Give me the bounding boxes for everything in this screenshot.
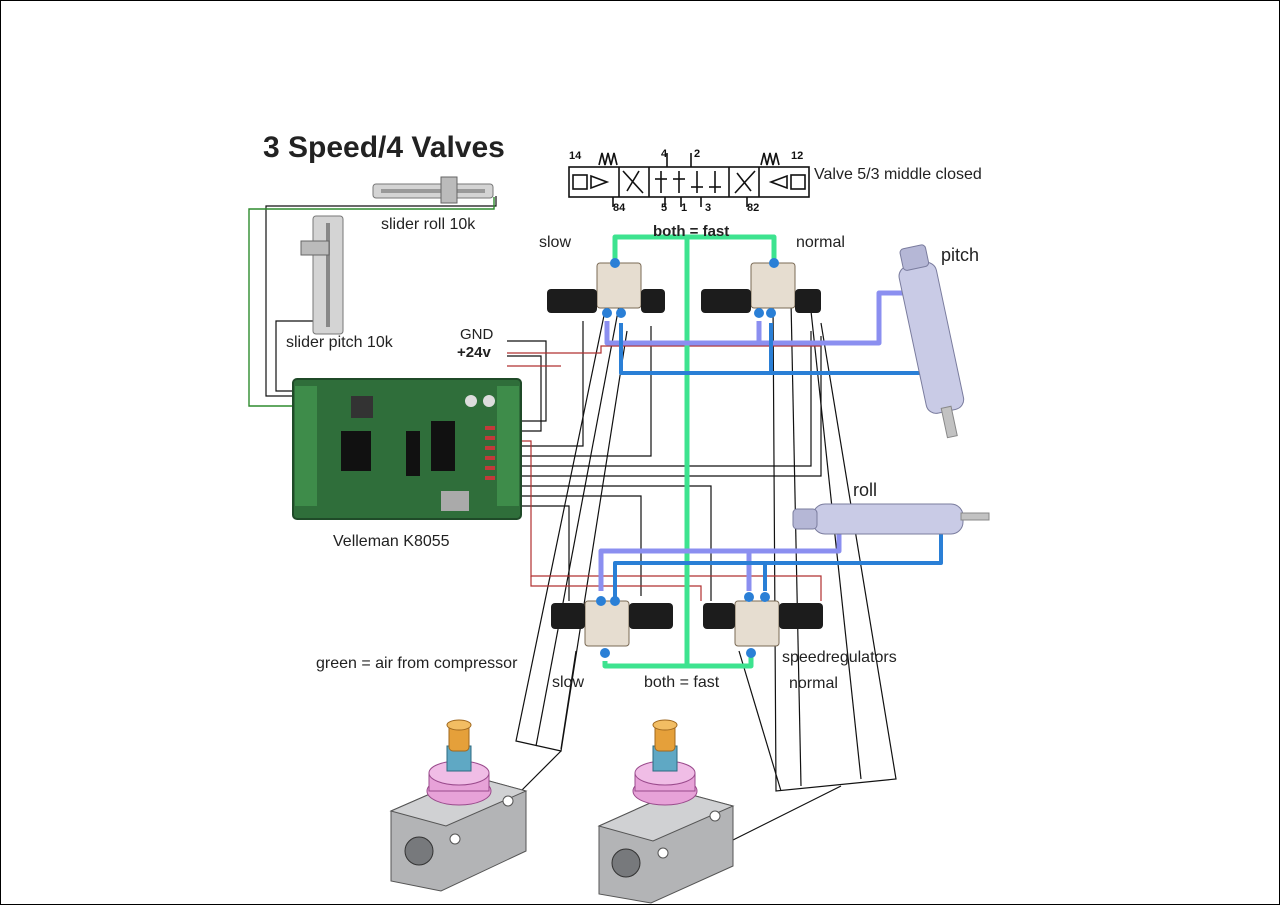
- port-2-label: 2: [694, 148, 700, 160]
- valve-bottom-left: [551, 596, 673, 658]
- slider-roll-label: slider roll 10k: [381, 216, 476, 233]
- speedregulators-label: speedregulators: [782, 649, 897, 666]
- valve-symbol-caption: Valve 5/3 middle closed: [814, 166, 982, 183]
- roll-cylinder: [792, 503, 990, 535]
- signal-wires: [265, 196, 897, 842]
- port-1-label: 1: [681, 202, 687, 214]
- normal-bottom-label: normal: [789, 675, 838, 692]
- plus-24v-label: +24v: [457, 344, 491, 361]
- port-14-label: 14: [569, 150, 582, 162]
- slider-pitch-label: slider pitch 10k: [286, 334, 393, 351]
- slider-roll: [372, 176, 494, 204]
- valve-symbol-port-labels: 14 4 2 12 84 5 1 3 82: [569, 148, 803, 214]
- compressor-air-line: [602, 234, 777, 669]
- speed-regulator-left: [389, 719, 528, 892]
- roll-label: roll: [853, 480, 878, 500]
- roll-pipes: [598, 526, 943, 601]
- port-84-label: 84: [613, 202, 626, 214]
- board-label: Velleman K8055: [333, 533, 450, 550]
- port-5-label: 5: [661, 202, 667, 214]
- diagram-title: 3 Speed/4 Valves: [263, 131, 505, 164]
- slider-ground-wire: [248, 197, 495, 407]
- valve-5-3-symbol: [568, 152, 810, 207]
- valve-bottom-right: [703, 592, 823, 658]
- pitch-label: pitch: [941, 245, 980, 265]
- gnd-label: GND: [460, 326, 494, 343]
- both-fast-bottom-label: both = fast: [644, 674, 720, 691]
- slow-bottom-label: slow: [552, 674, 585, 691]
- port-4-label: 4: [661, 148, 668, 160]
- pitch-cylinder: [898, 244, 965, 439]
- both-fast-top-label: both = fast: [653, 223, 730, 240]
- pitch-pipes: [604, 290, 931, 375]
- power-wires: [507, 345, 822, 601]
- normal-top-label: normal: [796, 234, 845, 251]
- port-12-label: 12: [791, 150, 803, 162]
- speed-regulator-right: [597, 719, 735, 904]
- slow-top-label: slow: [539, 234, 572, 251]
- port-82-label: 82: [747, 202, 759, 214]
- valve-top-left: [547, 258, 665, 318]
- velleman-board: [292, 378, 522, 520]
- valve-top-right: [701, 258, 821, 318]
- green-air-legend: green = air from compressor: [316, 655, 518, 672]
- slider-pitch: [300, 215, 344, 335]
- port-3-label: 3: [705, 202, 711, 214]
